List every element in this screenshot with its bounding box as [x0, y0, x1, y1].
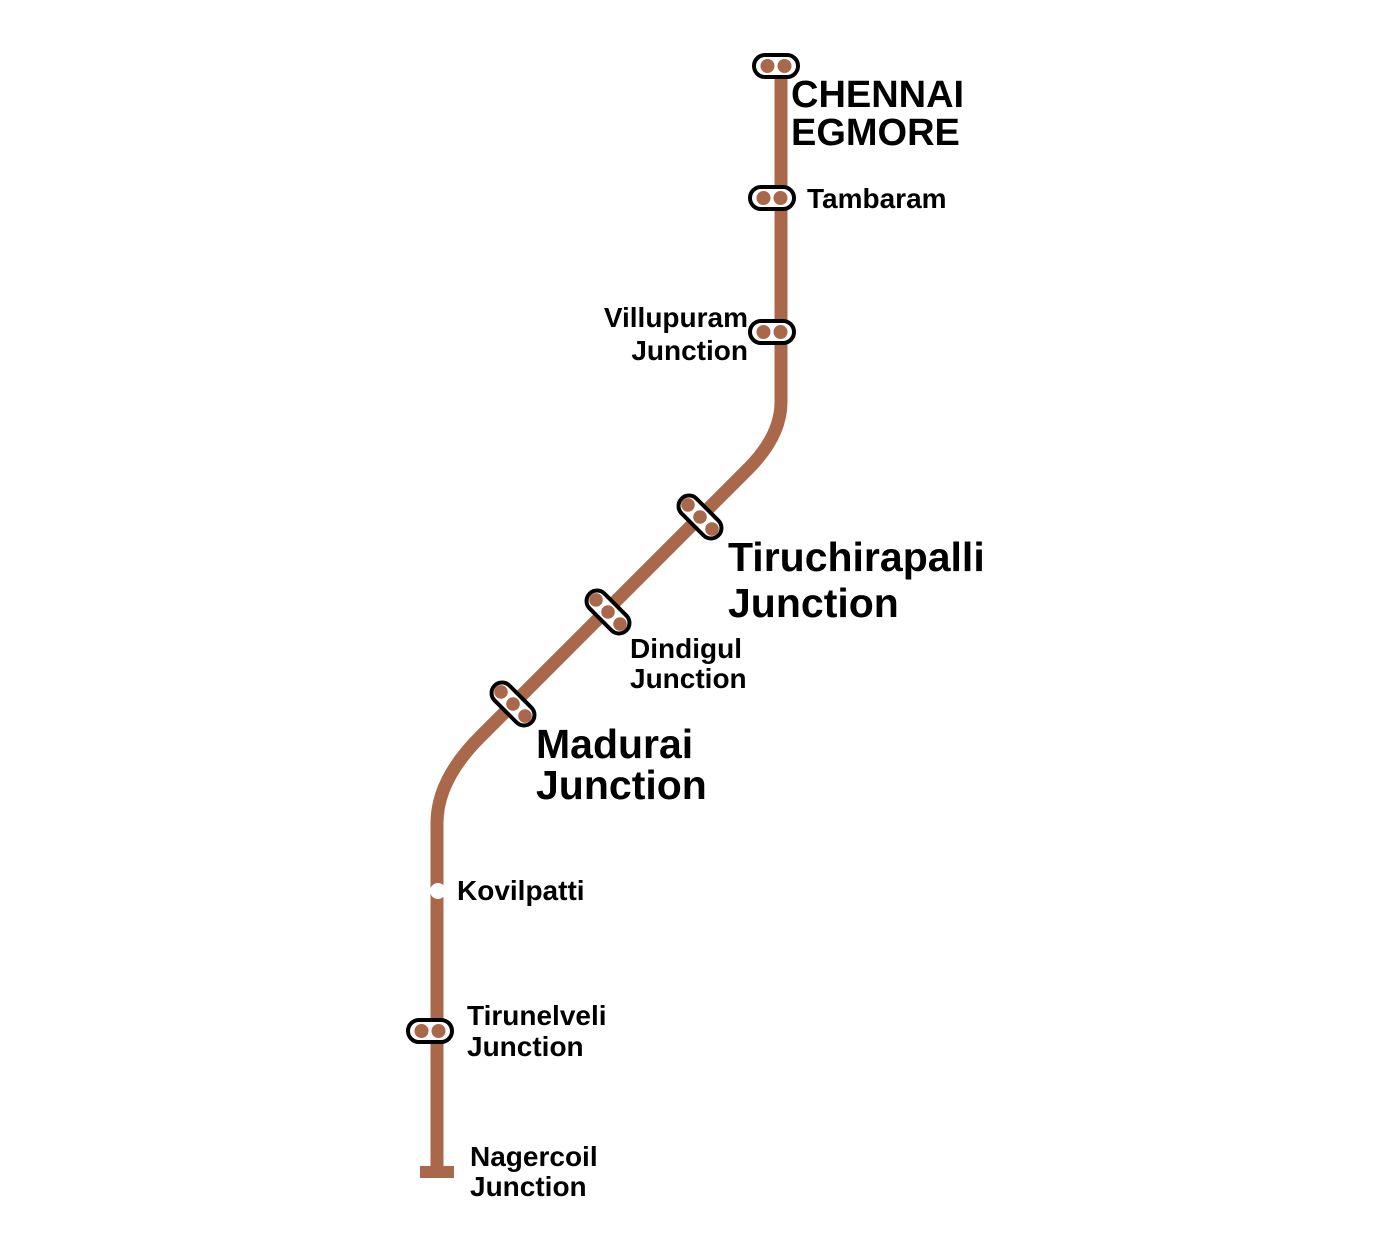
route-line [430, 60, 788, 1172]
station-marker-madurai-junction [489, 680, 537, 728]
station-marker-kovilpatti [430, 883, 446, 899]
station-label-villupuram-junction-line2: Junction [631, 335, 748, 366]
pill-dot-icon [693, 510, 707, 524]
pill-dot-icon [760, 59, 775, 73]
station-label-tirunelveli-junction-line1: Tirunelveli [467, 1000, 607, 1031]
pill-dot-icon [777, 59, 792, 73]
station-label-madurai-junction-line2: Junction [536, 762, 707, 808]
station-label-dindigul-junction-line2: Junction [630, 663, 747, 694]
pill-dot-icon [494, 685, 508, 699]
terminus-bar-nagercoil [420, 1166, 454, 1178]
pill-dot-icon [414, 1024, 429, 1038]
station-label-chennai-egmore-line2: EGMORE [791, 112, 960, 154]
pill-dot-icon [589, 593, 603, 607]
pill-dot-icon [518, 709, 532, 723]
station-label-kovilpatti: Kovilpatti [457, 875, 585, 906]
station-label-tirunelveli-junction-line2: Junction [467, 1031, 584, 1062]
pill-dot-icon [705, 522, 719, 536]
station-label-nagercoil-junction-line1: Nagercoil [470, 1141, 598, 1172]
station-label-tiruchirapalli-junction-line2: Junction [728, 580, 899, 626]
pill-dot-icon [613, 617, 627, 631]
pill-dot-icon [773, 191, 788, 205]
pill-dot-icon [756, 191, 771, 205]
pill-dot-icon [431, 1024, 446, 1038]
station-marker-tambaram [748, 185, 796, 211]
pill-dot-icon [506, 697, 520, 711]
station-label-tambaram: Tambaram [807, 183, 947, 214]
pill-dot-icon [756, 325, 771, 339]
station-label-madurai-junction-line1: Madurai [536, 721, 693, 767]
station-marker-tirunelveli-junction [406, 1018, 454, 1044]
station-label-chennai-egmore-line1: CHENNAI [791, 74, 964, 116]
station-label-tiruchirapalli-junction-line1: Tiruchirapalli [728, 534, 985, 580]
station-marker-chennai-egmore [752, 53, 800, 79]
pill-dot-icon [773, 325, 788, 339]
pill-dot-icon [601, 605, 615, 619]
pill-dot-icon [681, 498, 695, 512]
station-label-nagercoil-junction-line2: Junction [470, 1171, 587, 1202]
station-marker-villupuram-junction [748, 319, 796, 345]
station-label-dindigul-junction-line1: Dindigul [630, 633, 742, 664]
station-label-villupuram-junction-line1: Villupuram [604, 302, 748, 333]
